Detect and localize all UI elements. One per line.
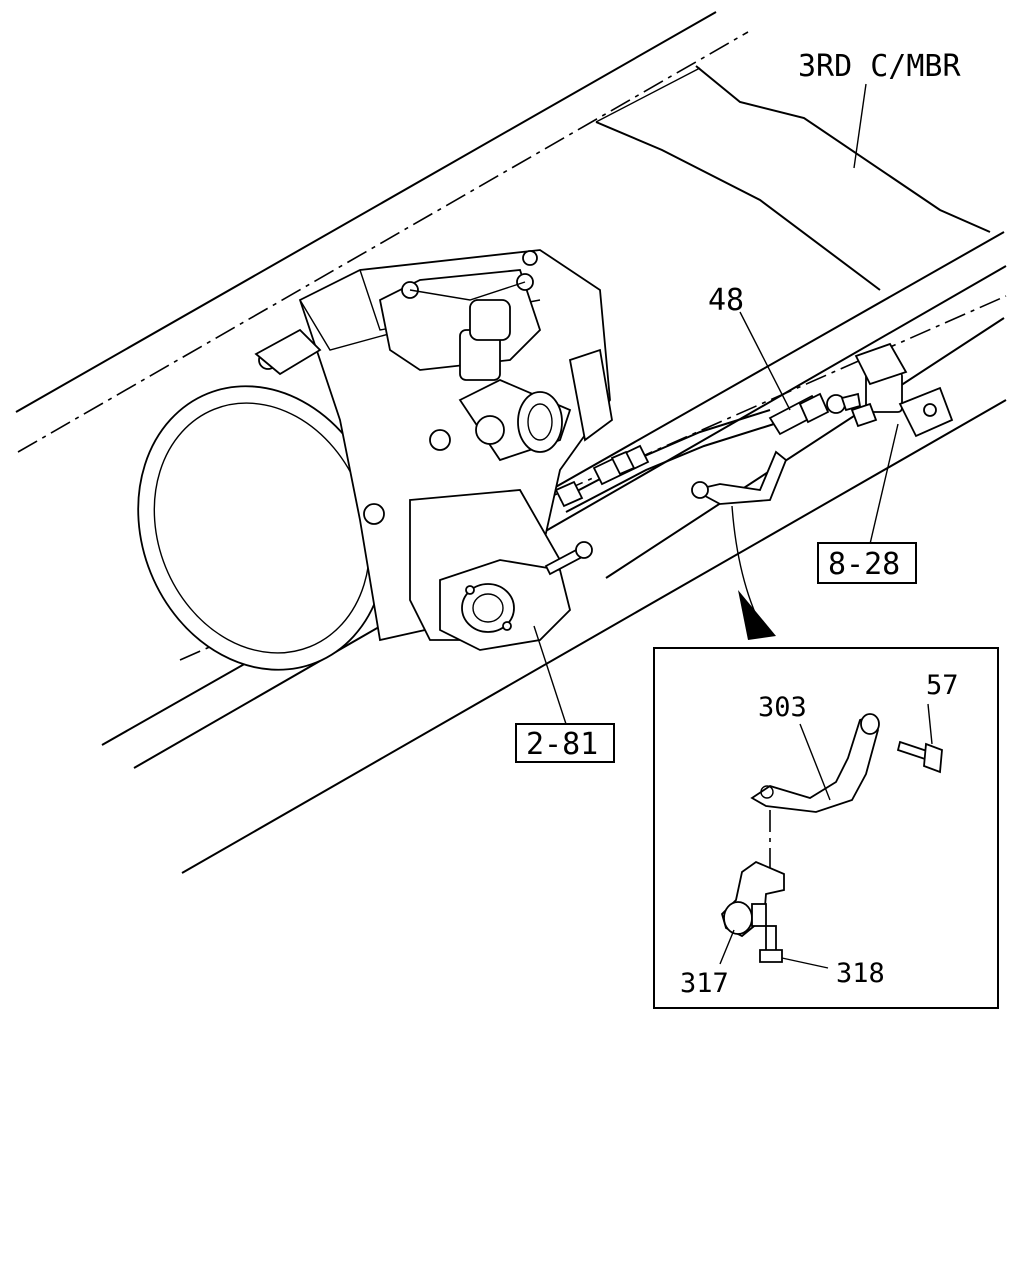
part-48-label: 48 bbox=[708, 283, 744, 318]
leaders-main bbox=[533, 83, 899, 725]
transmission-assembly bbox=[137, 249, 613, 671]
third-crossmember-label: 3RD C/MBR bbox=[798, 49, 961, 84]
part-318-label: 318 bbox=[836, 958, 885, 989]
part-303-label: 303 bbox=[758, 692, 807, 723]
ref-2-81-label: 2-81 bbox=[526, 727, 598, 762]
ref-2-81-box: 2-81 bbox=[515, 723, 615, 763]
ref-8-28-label: 8-28 bbox=[828, 547, 900, 582]
part-57-label: 57 bbox=[926, 670, 959, 701]
part-317-label: 317 bbox=[680, 968, 729, 999]
ref-8-28-box: 8-28 bbox=[817, 542, 917, 584]
valve-bracket bbox=[840, 342, 954, 438]
third-crossmember bbox=[595, 65, 991, 291]
detail-inset bbox=[653, 647, 999, 1009]
clutch-hose bbox=[554, 392, 846, 513]
